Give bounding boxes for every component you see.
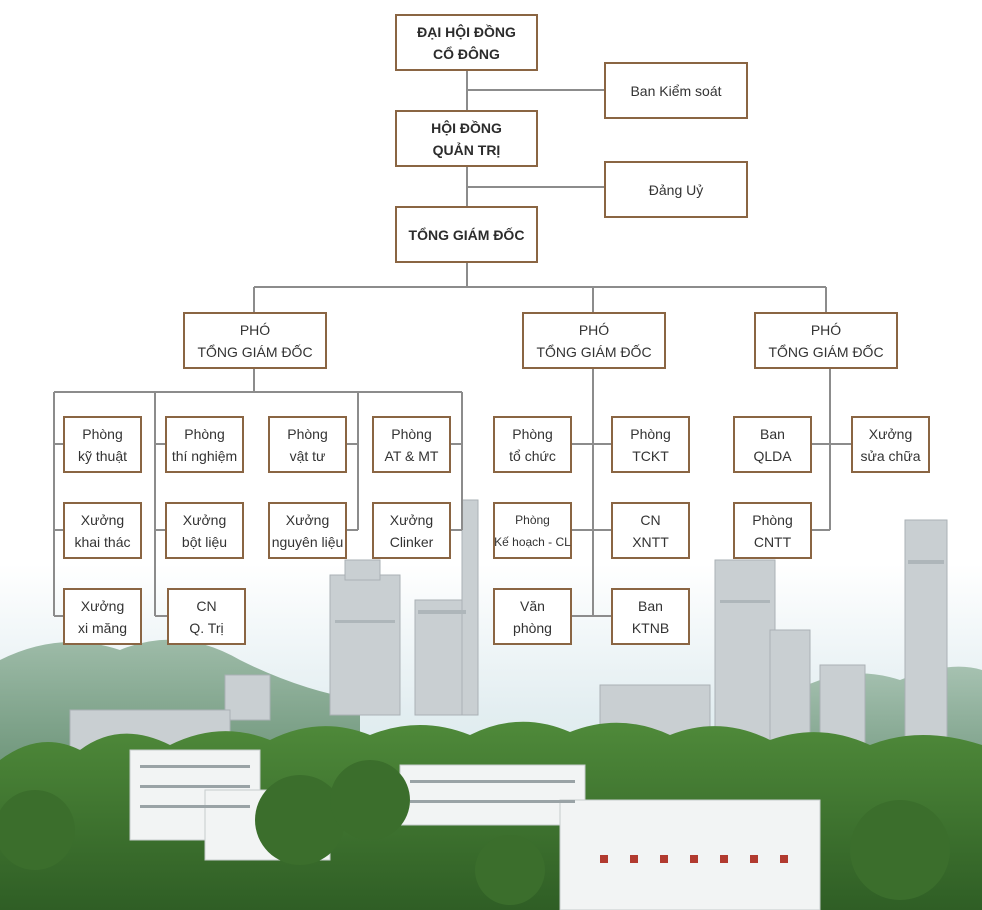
unit-materials-dept: Phòng vật tư [268, 416, 347, 473]
unit-label-1: Phòng [752, 511, 793, 528]
unit-label-2: CNTT [753, 533, 792, 550]
unit-branch-xntt: CN XNTT [611, 502, 690, 559]
unit-mining-workshop: Xưởng khai thác [63, 502, 142, 559]
unit-label-1: Phòng [287, 425, 328, 442]
deputy2-line2: TỔNG GIÁM ĐỐC [536, 343, 652, 360]
unit-branch-q-tri: CN Q. Trị [167, 588, 246, 645]
unit-label-2: vật tư [289, 447, 326, 464]
unit-raw-material-workshop: Xưởng nguyên liệu [268, 502, 347, 559]
unit-label-2: KTNB [631, 619, 670, 636]
unit-label-1: CN [640, 511, 661, 528]
unit-label-1: Xưởng [285, 511, 330, 528]
unit-label-1: Phòng [512, 425, 553, 442]
unit-label-2: phòng [513, 619, 552, 636]
deputy1-line1: PHÓ [239, 321, 271, 338]
board-line1: HỘI ĐỒNG [431, 119, 502, 136]
party-committee-box: Đảng Uỷ [604, 161, 748, 218]
unit-label-2: nguyên liệu [271, 533, 344, 550]
deputy3-line1: PHÓ [810, 321, 842, 338]
unit-label-1: Phòng [82, 425, 123, 442]
unit-label-2: Kế hoạch - CL [494, 534, 571, 549]
unit-label-1: Văn [520, 597, 545, 614]
deputy2-line1: PHÓ [578, 321, 610, 338]
board-line2: QUẢN TRỊ [432, 141, 501, 158]
unit-laboratory-dept: Phòng thí nghiệm [165, 416, 244, 473]
unit-label-1: Phòng [630, 425, 671, 442]
unit-repair-workshop: Xưởng sửa chữa [851, 416, 930, 473]
deputy-ceo-box-1: PHÓ TỔNG GIÁM ĐỐC [183, 312, 327, 369]
unit-organization-dept: Phòng tổ chức [493, 416, 572, 473]
unit-powder-workshop: Xưởng bột liệu [165, 502, 244, 559]
unit-label-1: Xưởng [868, 425, 913, 442]
unit-label-1: Xưởng [389, 511, 434, 528]
supervisory-board-label: Ban Kiểm soát [630, 82, 722, 99]
unit-label-1: Phòng [184, 425, 225, 442]
deputy-ceo-box-2: PHÓ TỔNG GIÁM ĐỐC [522, 312, 666, 369]
unit-label-1: Phòng [515, 512, 550, 527]
unit-label-2: XNTT [632, 533, 669, 550]
unit-label-1: Xưởng [80, 597, 125, 614]
board-of-directors-box: HỘI ĐỒNG QUẢN TRỊ [395, 110, 538, 167]
unit-safety-env-dept: Phòng AT & MT [372, 416, 451, 473]
supervisory-board-box: Ban Kiểm soát [604, 62, 748, 119]
unit-label-2: Q. Trị [189, 619, 224, 636]
unit-label-1: Ban [638, 597, 663, 614]
ceo-label: TỔNG GIÁM ĐỐC [408, 226, 525, 243]
unit-label-2: tổ chức [509, 447, 556, 464]
unit-label-2: TCKT [632, 447, 669, 464]
shareholders-meeting-box: ĐẠI HỘI ĐỒNG CỔ ĐÔNG [395, 14, 538, 71]
deputy-ceo-box-3: PHÓ TỔNG GIÁM ĐỐC [754, 312, 898, 369]
deputy1-line2: TỔNG GIÁM ĐỐC [197, 343, 313, 360]
deputy3-line2: TỔNG GIÁM ĐỐC [768, 343, 884, 360]
unit-label-2: Clinker [389, 533, 434, 550]
unit-label-2: xi măng [77, 619, 128, 636]
unit-label-1: Xưởng [80, 511, 125, 528]
unit-label-2: khai thác [74, 533, 131, 550]
shareholders-line1: ĐẠI HỘI ĐỒNG [417, 23, 516, 40]
unit-planning-quality-dept: Phòng Kế hoạch - CL [493, 502, 572, 559]
unit-label-1: Ban [760, 425, 785, 442]
unit-technical-dept: Phòng kỹ thuật [63, 416, 142, 473]
ceo-box: TỔNG GIÁM ĐỐC [395, 206, 538, 263]
unit-label-1: CN [196, 597, 217, 614]
unit-label-2: kỹ thuật [77, 447, 128, 464]
unit-label-1: Phòng [391, 425, 432, 442]
unit-label-2: AT & MT [384, 447, 439, 464]
unit-cement-workshop: Xưởng xi măng [63, 588, 142, 645]
unit-office: Văn phòng [493, 588, 572, 645]
unit-label-2: QLDA [753, 447, 792, 464]
unit-label-2: thí nghiệm [171, 447, 238, 464]
party-committee-label: Đảng Uỷ [648, 181, 704, 198]
shareholders-line2: CỔ ĐÔNG [433, 45, 500, 62]
unit-label-2: bột liệu [181, 533, 228, 550]
unit-label-2: sửa chữa [860, 447, 921, 464]
unit-label-1: Xưởng [182, 511, 227, 528]
